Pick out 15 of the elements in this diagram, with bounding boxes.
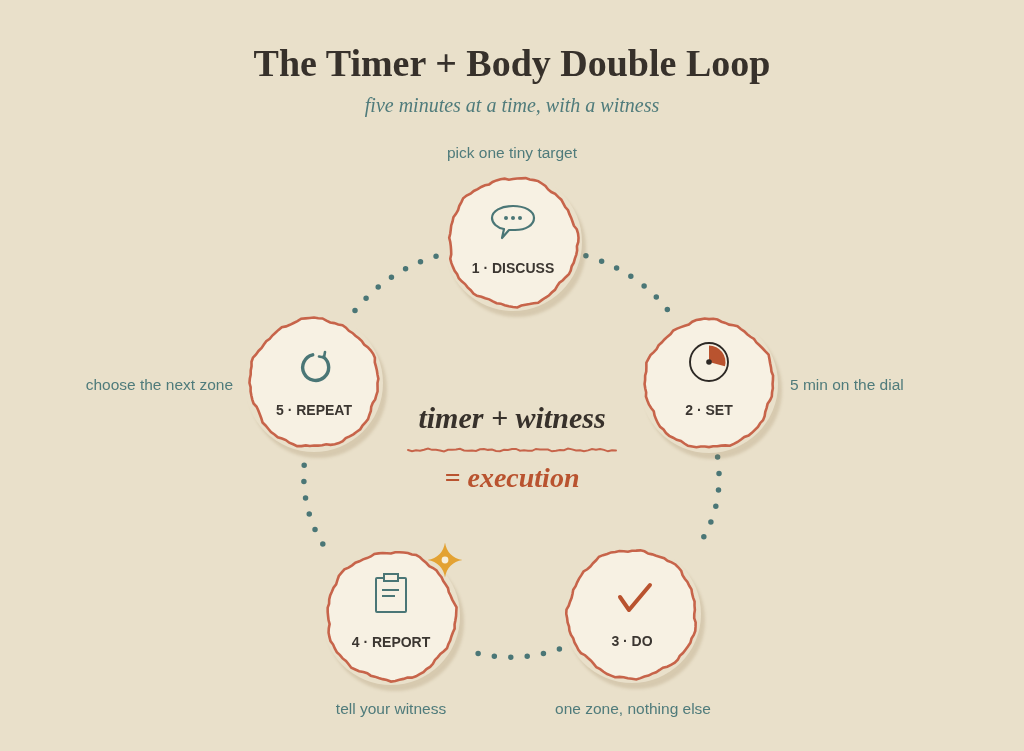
step-note: pick one tiny target xyxy=(446,144,578,162)
formula-text: timer + witness xyxy=(418,400,606,436)
step-note: choose the next zone xyxy=(85,376,233,394)
dotted-connector xyxy=(583,253,672,315)
step-label: 3 · DO xyxy=(611,633,653,649)
step-label: 1 · DISCUSS xyxy=(471,260,555,276)
step-note: 5 min on the dial xyxy=(790,376,904,394)
step-label: 4 · REPORT xyxy=(351,634,431,650)
step-label: 2 · SET xyxy=(685,402,733,418)
step-label: 5 · REPEAT xyxy=(276,402,352,418)
subtitle: five minutes at a time, with a witness xyxy=(364,93,660,117)
step-note: tell your witness xyxy=(335,700,447,718)
step-note: one zone, nothing else xyxy=(555,700,711,718)
result-text: = execution xyxy=(444,461,580,495)
title: The Timer + Body Double Loop xyxy=(253,41,771,86)
